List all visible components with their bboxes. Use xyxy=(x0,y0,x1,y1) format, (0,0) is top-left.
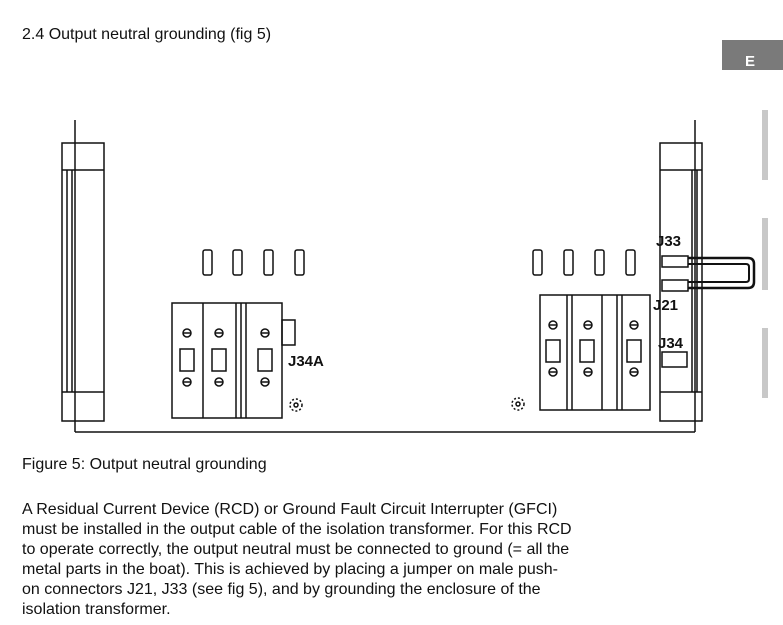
right-pin-row xyxy=(532,249,636,276)
section-title: 2.4 Output neutral grounding (fig 5) xyxy=(22,26,272,43)
label-j21: J21 xyxy=(653,297,678,314)
jumper-connectors xyxy=(661,255,756,292)
right-terminal-block xyxy=(539,294,651,411)
body-line: A Residual Current Device (RCD) or Groun… xyxy=(22,501,558,518)
side-bar xyxy=(762,110,768,180)
label-j34a: J34A xyxy=(288,353,324,370)
label-j33: J33 xyxy=(656,233,681,250)
body-line: isolation transformer. xyxy=(22,601,171,618)
left-rail xyxy=(61,142,105,422)
mounting-screws xyxy=(289,397,525,412)
board-outline xyxy=(74,120,696,433)
j34-connector xyxy=(661,351,688,368)
wiring-diagram: J33 J21 J34 J34A xyxy=(61,120,756,433)
body-line: must be installed in the output cable of… xyxy=(22,521,572,538)
left-terminal-block xyxy=(171,302,296,419)
figure-caption: Figure 5: Output neutral grounding xyxy=(22,456,267,473)
side-bar xyxy=(762,328,768,398)
body-line: metal parts in the boat). This is achiev… xyxy=(22,561,558,578)
body-line: on connectors J21, J33 (see fig 5), and … xyxy=(22,581,541,598)
body-paragraph: A Residual Current Device (RCD) or Groun… xyxy=(22,500,672,620)
label-j34: J34 xyxy=(658,335,684,352)
chapter-tab: E xyxy=(722,40,783,70)
left-pin-row xyxy=(202,249,305,276)
side-bar xyxy=(762,218,768,290)
body-line: to operate correctly, the output neutral… xyxy=(22,541,570,558)
